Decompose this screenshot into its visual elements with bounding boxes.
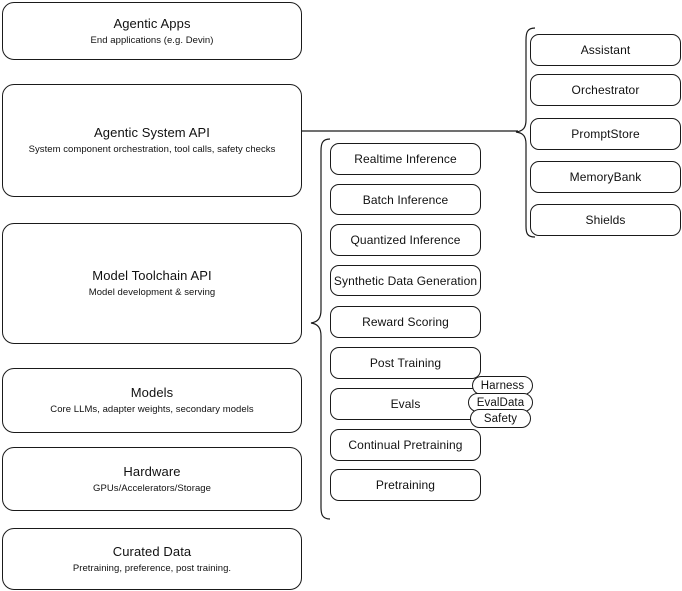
layer-subtitle: System component orchestration, tool cal… bbox=[28, 144, 276, 155]
capability-chip-continual-pretraining[interactable]: Continual Pretraining bbox=[330, 429, 481, 461]
layer-box-models[interactable]: Models Core LLMs, adapter weights, secon… bbox=[2, 368, 302, 433]
capability-label: Synthetic Data Generation bbox=[333, 273, 478, 288]
capability-chip-pretraining[interactable]: Pretraining bbox=[330, 469, 481, 501]
component-label: PromptStore bbox=[571, 127, 640, 141]
capability-chip-batch-inference[interactable]: Batch Inference bbox=[330, 184, 481, 215]
capability-chip-realtime-inference[interactable]: Realtime Inference bbox=[330, 143, 481, 175]
capability-chip-quantized-inference[interactable]: Quantized Inference bbox=[330, 224, 481, 256]
capability-label: Realtime Inference bbox=[354, 152, 457, 166]
capability-chip-post-training[interactable]: Post Training bbox=[330, 347, 481, 379]
component-chip-orchestrator[interactable]: Orchestrator bbox=[530, 74, 681, 106]
eval-badge-label: Safety bbox=[483, 412, 518, 425]
capability-chip-reward-scoring[interactable]: Reward Scoring bbox=[330, 306, 481, 338]
layer-title: Curated Data bbox=[112, 543, 192, 559]
layer-title: Agentic System API bbox=[94, 125, 210, 140]
capability-label: Pretraining bbox=[375, 478, 436, 492]
layer-subtitle: Model development & serving bbox=[88, 287, 216, 298]
component-label: Shields bbox=[585, 213, 626, 227]
layer-subtitle: End applications (e.g. Devin) bbox=[90, 34, 214, 46]
connector-agentic-system-api-to-components bbox=[302, 126, 522, 138]
layer-box-agentic-apps[interactable]: Agentic Apps End applications (e.g. Devi… bbox=[2, 2, 302, 60]
component-chip-shields[interactable]: Shields bbox=[530, 204, 681, 236]
capability-label: Continual Pretraining bbox=[348, 438, 463, 452]
component-chip-memorybank[interactable]: MemoryBank bbox=[530, 161, 681, 193]
capability-label: Quantized Inference bbox=[350, 233, 461, 247]
layer-title: Models bbox=[130, 385, 174, 400]
layer-title: Model Toolchain API bbox=[92, 268, 212, 283]
eval-badge-safety[interactable]: Safety bbox=[470, 409, 531, 428]
layer-box-agentic-system-api[interactable]: Agentic System API System component orch… bbox=[2, 84, 302, 197]
capability-label: Evals bbox=[390, 397, 421, 411]
component-label: Assistant bbox=[580, 43, 631, 57]
layer-box-hardware[interactable]: Hardware GPUs/Accelerators/Storage bbox=[2, 447, 302, 511]
component-chip-promptstore[interactable]: PromptStore bbox=[530, 118, 681, 150]
component-label: MemoryBank bbox=[569, 170, 642, 184]
eval-badge-evaldata[interactable]: EvalData bbox=[468, 393, 533, 412]
layer-box-model-toolchain-api[interactable]: Model Toolchain API Model development & … bbox=[2, 223, 302, 344]
eval-badge-label: Harness bbox=[480, 379, 525, 392]
capability-chip-synthetic-data-generation[interactable]: Synthetic Data Generation bbox=[330, 265, 481, 296]
capability-chip-evals[interactable]: Evals bbox=[330, 388, 481, 420]
component-label: Orchestrator bbox=[571, 83, 640, 97]
capability-label: Post Training bbox=[369, 356, 442, 370]
capability-label: Batch Inference bbox=[362, 192, 449, 207]
eval-badge-harness[interactable]: Harness bbox=[472, 376, 533, 395]
layer-title: Agentic Apps bbox=[113, 15, 191, 31]
eval-badge-label: EvalData bbox=[476, 396, 525, 409]
capability-label: Reward Scoring bbox=[362, 315, 449, 329]
layer-subtitle: Core LLMs, adapter weights, secondary mo… bbox=[50, 404, 254, 415]
layer-subtitle: GPUs/Accelerators/Storage bbox=[93, 482, 211, 494]
layer-subtitle: Pretraining, preference, post training. bbox=[72, 562, 232, 574]
layer-title: Hardware bbox=[123, 463, 181, 479]
component-chip-assistant[interactable]: Assistant bbox=[530, 34, 681, 66]
layer-box-curated-data[interactable]: Curated Data Pretraining, preference, po… bbox=[2, 528, 302, 590]
